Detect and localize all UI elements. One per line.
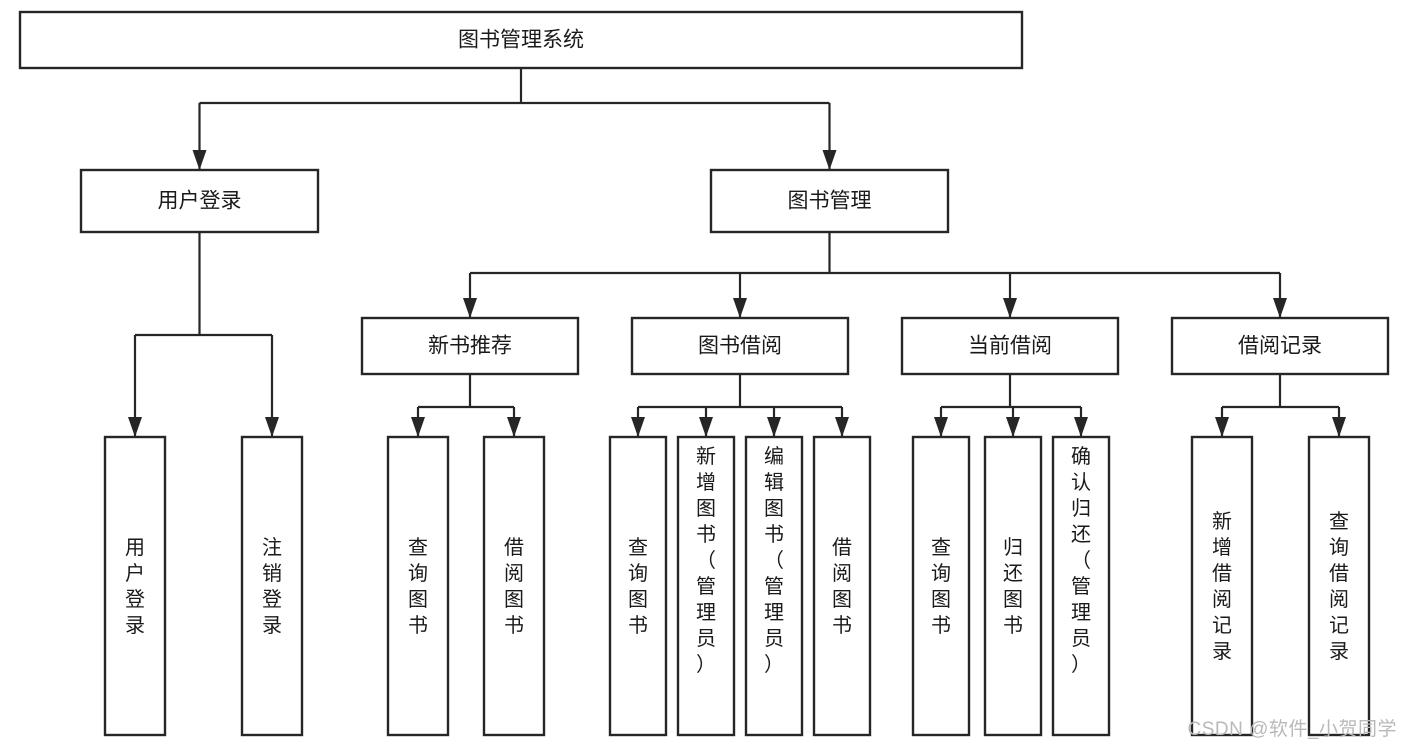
node-new-book-recommend[interactable]: 新书推荐	[360, 316, 580, 376]
arrow-head-icon-borrow-record	[1273, 298, 1287, 318]
node-box-user-login	[79, 168, 320, 234]
node-label-bb-add-book: 新增图书（管理员）	[696, 445, 716, 676]
node-box-user-logout	[240, 435, 304, 737]
node-box-root	[18, 10, 1024, 70]
arrow-head-icon-current-borrow	[1003, 298, 1017, 318]
node-book-borrow[interactable]: 图书借阅	[630, 316, 850, 376]
arrow-head-icon-user-login-do	[128, 417, 142, 437]
node-label-bb-borrow-book: 借阅图书	[832, 536, 852, 637]
arrow-head-icon-br-add-record	[1215, 417, 1229, 437]
node-label-cb-query-book: 查询图书	[931, 536, 951, 637]
node-nb-borrow-book[interactable]: 借阅图书	[482, 435, 546, 737]
node-borrow-record[interactable]: 借阅记录	[1170, 316, 1390, 376]
arrow-head-icon-cb-query-book	[934, 417, 948, 437]
arrow-head-icon-book-manage	[822, 150, 837, 170]
node-box-cb-query-book	[911, 435, 971, 737]
node-box-borrow-record	[1170, 316, 1390, 376]
node-cb-return-book[interactable]: 归还图书	[983, 435, 1043, 737]
node-label-bb-query-book: 查询图书	[628, 536, 648, 637]
arrow-head-icon-nb-borrow-book	[507, 417, 521, 437]
node-br-add-record[interactable]: 新增借阅记录	[1190, 435, 1254, 737]
node-box-new-book-recommend	[360, 316, 580, 376]
node-box-current-borrow	[900, 316, 1120, 376]
arrow-head-icon-cb-return-book	[1006, 417, 1020, 437]
node-book-manage[interactable]: 图书管理	[709, 168, 950, 234]
node-label-cb-confirm-return: 确认归还（管理员）	[1071, 445, 1091, 676]
node-bb-borrow-book[interactable]: 借阅图书	[812, 435, 872, 737]
node-box-cb-return-book	[983, 435, 1043, 737]
node-box-user-login-do	[103, 435, 167, 737]
node-label-br-add-record: 新增借阅记录	[1212, 510, 1232, 663]
arrow-head-icon-new-book-recommend	[463, 298, 477, 318]
node-label-book-manage: 图书管理	[788, 190, 872, 213]
node-user-logout[interactable]: 注销登录	[240, 435, 304, 737]
node-label-br-query-record: 查询借阅记录	[1329, 510, 1349, 663]
arrow-head-icon-br-query-record	[1332, 417, 1346, 437]
node-label-nb-borrow-book: 借阅图书	[504, 536, 524, 637]
connector-layer	[128, 68, 1346, 437]
node-cb-confirm-return[interactable]: 确认归还（管理员）	[1051, 435, 1111, 737]
node-box-br-query-record	[1307, 435, 1371, 737]
node-box-bb-borrow-book	[812, 435, 872, 737]
node-nb-query-book[interactable]: 查询图书	[386, 435, 450, 737]
node-label-user-login-do: 用户登录	[125, 537, 145, 637]
node-user-login[interactable]: 用户登录	[79, 168, 320, 234]
node-user-login-do[interactable]: 用户登录	[103, 435, 167, 737]
node-box-bb-add-book	[676, 435, 736, 737]
arrow-head-icon-book-borrow	[733, 298, 747, 318]
arrow-head-icon-user-login	[192, 150, 207, 170]
node-label-borrow-record: 借阅记录	[1238, 335, 1322, 358]
node-bb-edit-book[interactable]: 编辑图书（管理员）	[744, 435, 804, 737]
node-root[interactable]: 图书管理系统	[18, 10, 1024, 70]
node-label-user-logout: 注销登录	[262, 536, 282, 637]
node-label-new-book-recommend: 新书推荐	[428, 335, 512, 358]
node-box-nb-query-book	[386, 435, 450, 737]
node-bb-add-book[interactable]: 新增图书（管理员）	[676, 435, 736, 737]
arrow-head-icon-bb-query-book	[631, 417, 645, 437]
node-box-book-manage	[709, 168, 950, 234]
node-box-bb-query-book	[608, 435, 668, 737]
node-label-bb-edit-book: 编辑图书（管理员）	[764, 445, 784, 676]
arrow-head-icon-bb-borrow-book	[835, 417, 849, 437]
node-box-nb-borrow-book	[482, 435, 546, 737]
node-cb-query-book[interactable]: 查询图书	[911, 435, 971, 737]
node-box-bb-edit-book	[744, 435, 804, 737]
arrow-head-icon-nb-query-book	[411, 417, 425, 437]
node-current-borrow[interactable]: 当前借阅	[900, 316, 1120, 376]
node-br-query-record[interactable]: 查询借阅记录	[1307, 435, 1371, 737]
node-label-nb-query-book: 查询图书	[408, 536, 428, 637]
node-bb-query-book[interactable]: 查询图书	[608, 435, 668, 737]
node-box-br-add-record	[1190, 435, 1254, 737]
arrow-head-icon-cb-confirm-return	[1074, 417, 1088, 437]
node-label-user-login: 用户登录	[158, 190, 242, 213]
node-label-cb-return-book: 归还图书	[1003, 536, 1023, 637]
node-layer: 图书管理系统用户登录用户登录注销登录图书管理新书推荐查询图书借阅图书图书借阅查询…	[18, 10, 1390, 737]
node-label-current-borrow: 当前借阅	[968, 335, 1052, 358]
arrow-head-icon-bb-edit-book	[767, 417, 781, 437]
arrow-head-icon-user-logout	[265, 417, 279, 437]
node-label-root: 图书管理系统	[458, 29, 584, 52]
node-box-cb-confirm-return	[1051, 435, 1111, 737]
node-box-book-borrow	[630, 316, 850, 376]
node-label-book-borrow: 图书借阅	[698, 335, 782, 358]
arrow-head-icon-bb-add-book	[699, 417, 713, 437]
